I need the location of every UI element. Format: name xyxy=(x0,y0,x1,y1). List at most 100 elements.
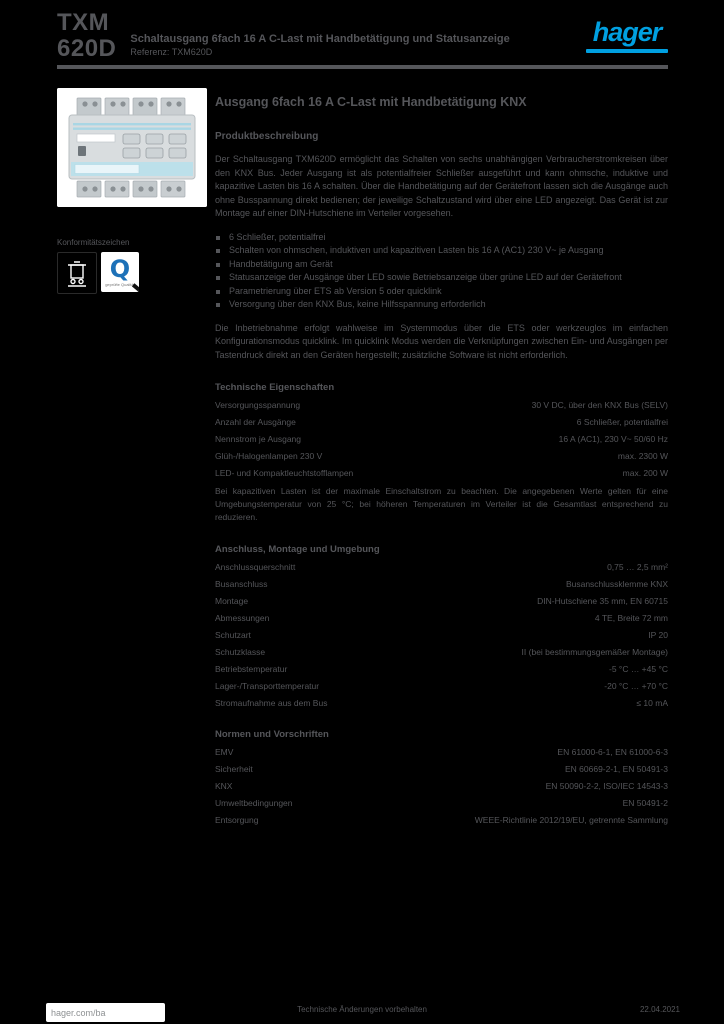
device-buttons xyxy=(122,133,187,159)
feature-item: Handbetätigung am Gerät xyxy=(215,258,668,272)
spec-label: Entsorgung xyxy=(215,815,259,825)
spec-label: Schutzklasse xyxy=(215,647,266,657)
spec-value: ≤ 10 mA xyxy=(636,698,668,708)
quality-mark-caption: geprüfte Qualität xyxy=(105,282,135,287)
feature-item: Schalten von ohmschen, induktiven und ka… xyxy=(215,244,668,258)
spec-value: EN 61000-6-1, EN 61000-6-3 xyxy=(557,747,668,757)
product-photo-illustration xyxy=(57,88,207,207)
spec-row: Schutzart IP 20 xyxy=(215,630,668,641)
section-technical-note: Bei kapazitiven Lasten ist der maximale … xyxy=(215,486,668,522)
section-mounting: Anschluss, Montage und Umgebung Anschlus… xyxy=(215,544,668,709)
description-heading: Produktbeschreibung xyxy=(215,131,319,142)
spec-value: IP 20 xyxy=(648,630,668,640)
quality-mark-tail xyxy=(131,283,139,292)
spec-row: Montage DIN-Hutschiene 35 mm, EN 60715 xyxy=(215,596,668,607)
feature-item: Versorgung über den KNX Bus, keine Hilfs… xyxy=(215,298,668,312)
feature-item: Statusanzeige der Ausgänge über LED sowi… xyxy=(215,271,668,285)
spec-value: 0,75 … 2,5 mm² xyxy=(607,562,668,572)
product-code-line1: TXM xyxy=(57,9,110,36)
spec-label: Abmessungen xyxy=(215,613,270,623)
spec-label: KNX xyxy=(215,781,233,791)
weee-icon xyxy=(57,252,97,294)
spec-label: Umweltbedingungen xyxy=(215,798,293,808)
spec-value: DIN-Hutschiene 35 mm, EN 60715 xyxy=(537,596,668,606)
spec-label: Lager-/Transporttemperatur xyxy=(215,681,320,691)
page-title: Ausgang 6fach 16 A C-Last mit Handbetäti… xyxy=(215,95,527,109)
spec-row: Stromaufnahme aus dem Bus ≤ 10 mA xyxy=(215,698,668,709)
main-column: Ausgang 6fach 16 A C-Last mit Handbetäti… xyxy=(215,70,668,832)
spec-row: Anzahl der Ausgänge 6 Schließer, potenti… xyxy=(215,417,668,428)
spec-value: Busanschlussklemme KNX xyxy=(565,579,668,589)
spec-label: Anzahl der Ausgänge xyxy=(215,417,296,427)
spec-row: KNX EN 50090-2-2, ISO/IEC 14543-3 xyxy=(215,781,668,792)
spec-label: Glüh-/Halogenlampen 230 V xyxy=(215,451,323,461)
spec-value: II (bei bestimmungsgemäßer Montage) xyxy=(521,647,668,657)
spec-row: Anschlussquerschnitt 0,75 … 2,5 mm² xyxy=(215,562,668,573)
spec-label: Schutzart xyxy=(215,630,251,640)
spec-value: max. 200 W xyxy=(622,468,668,478)
spec-label: Nennstrom je Ausgang xyxy=(215,434,301,444)
header-subtitle: Schaltausgang 6fach 16 A C-Last mit Hand… xyxy=(130,32,509,58)
section-technical: Technische Eigenschaften Versorgungsspan… xyxy=(215,382,668,524)
spec-value: 6 Schließer, potentialfrei xyxy=(576,417,668,427)
header-subtitle-line1: Schaltausgang 6fach 16 A C-Last mit Hand… xyxy=(130,33,510,45)
spec-value: 4 TE, Breite 72 mm xyxy=(594,613,668,623)
product-code: TXM 620D xyxy=(57,10,116,62)
product-code-line2: 620D xyxy=(57,35,117,62)
spec-label: LED- und Kompaktleuchtstofflampen xyxy=(215,468,354,478)
spec-row: Sicherheit EN 60669-2-1, EN 50491-3 xyxy=(215,764,668,775)
spec-value: 16 A (AC1), 230 V~ 50/60 Hz xyxy=(558,434,668,444)
spec-label: Stromaufnahme aus dem Bus xyxy=(215,698,328,708)
footer-center-text: Technische Änderungen vorbehalten xyxy=(297,1005,427,1014)
feature-list: 6 Schließer, potentialfrei Schalten von … xyxy=(215,231,668,312)
spec-row: Glüh-/Halogenlampen 230 V max. 2300 W xyxy=(215,451,668,462)
footer-url[interactable]: hager.com/ba xyxy=(51,1007,106,1018)
spec-value: -5 °C … +45 °C xyxy=(609,664,668,674)
hager-logo-underline xyxy=(586,49,668,53)
spec-row: Umweltbedingungen EN 50491-2 xyxy=(215,798,668,809)
spec-label: Montage xyxy=(215,596,249,606)
spec-label: Versorgungsspannung xyxy=(215,400,301,410)
spec-label: Betriebstemperatur xyxy=(215,664,288,674)
quality-mark-icon: Q geprüfte Qualität xyxy=(101,252,139,292)
spec-row: Schutzklasse II (bei bestimmungsgemäßer … xyxy=(215,647,668,658)
header: TXM 620D Schaltausgang 6fach 16 A C-Last… xyxy=(57,10,668,70)
spec-row: Versorgungsspannung 30 V DC, über den KN… xyxy=(215,400,668,411)
hager-logo: hager xyxy=(586,18,668,53)
footer-url-pill[interactable]: hager.com/ba xyxy=(46,1003,165,1022)
spec-value: -20 °C … +70 °C xyxy=(604,681,668,691)
device-top-terminals xyxy=(76,97,186,117)
left-column: Konformitätszeichen Q geprüfte xyxy=(57,88,207,294)
conformity-label: Konformitätszeichen xyxy=(57,238,130,247)
quality-mark-q: Q xyxy=(109,255,131,283)
spec-row: Abmessungen 4 TE, Breite 72 mm xyxy=(215,613,668,624)
header-subtitle-line2: Referenz: TXM620D xyxy=(130,47,213,57)
spec-value: EN 50491-2 xyxy=(622,798,668,808)
device-bottom-terminals xyxy=(76,180,186,198)
section-mounting-rows: Anschlussquerschnitt 0,75 … 2,5 mm² Busa… xyxy=(215,562,668,709)
spec-row: Busanschluss Busanschlussklemme KNX xyxy=(215,579,668,590)
spec-label: EMV xyxy=(215,747,234,757)
spec-row: Betriebstemperatur -5 °C … +45 °C xyxy=(215,664,668,675)
section-technical-rows: Versorgungsspannung 30 V DC, über den KN… xyxy=(215,400,668,479)
spec-value: max. 2300 W xyxy=(617,451,668,461)
spec-row: EMV EN 61000-6-1, EN 61000-6-3 xyxy=(215,747,668,758)
spec-value: WEEE-Richtlinie 2012/19/EU, getrennte Sa… xyxy=(474,815,668,825)
footer: hager.com/ba Technische Änderungen vorbe… xyxy=(0,996,724,1024)
section-standards-rows: EMV EN 61000-6-1, EN 61000-6-3 Sicherhei… xyxy=(215,747,668,826)
footer-date: 22.04.2021 xyxy=(639,1005,680,1014)
conformity-marks: Q geprüfte Qualität xyxy=(57,252,207,294)
section-standards-title: Normen und Vorschriften xyxy=(215,729,329,740)
spec-row: Entsorgung WEEE-Richtlinie 2012/19/EU, g… xyxy=(215,815,668,826)
spec-label: Anschlussquerschnitt xyxy=(215,562,296,572)
description-paragraph-1: Der Schaltausgang TXM620D ermöglicht das… xyxy=(215,154,668,218)
spec-label: Sicherheit xyxy=(215,764,253,774)
product-photo xyxy=(57,88,207,207)
section-mounting-title: Anschluss, Montage und Umgebung xyxy=(215,544,380,555)
spec-row: Nennstrom je Ausgang 16 A (AC1), 230 V~ … xyxy=(215,434,668,445)
feature-item: Parametrierung über ETS ab Version 5 ode… xyxy=(215,285,668,299)
spec-label: Busanschluss xyxy=(215,579,268,589)
section-technical-title: Technische Eigenschaften xyxy=(215,382,335,393)
description-paragraph-2: Die Inbetriebnahme erfolgt wahlweise im … xyxy=(215,322,668,360)
